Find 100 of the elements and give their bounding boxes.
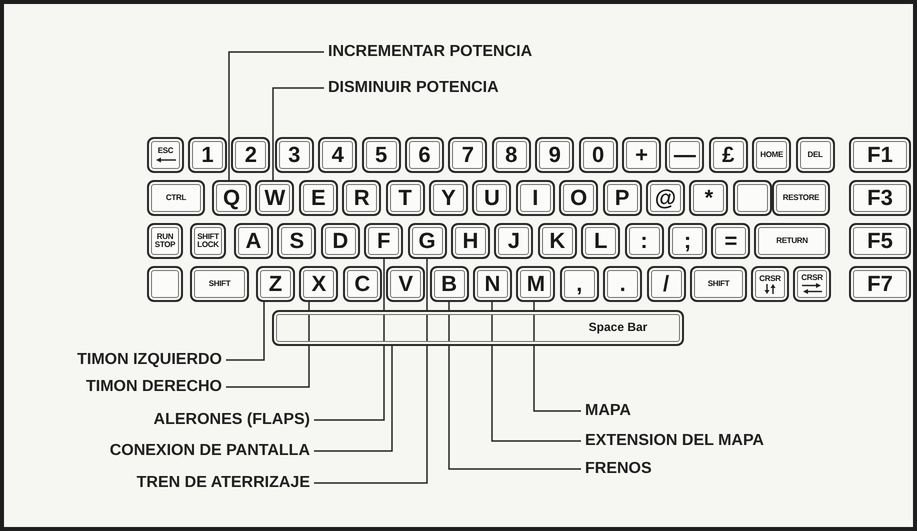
key-label: F3 bbox=[867, 186, 893, 210]
keyboard-key bbox=[538, 223, 577, 259]
key-label: ESC bbox=[158, 147, 174, 155]
keyboard-key bbox=[212, 180, 251, 216]
key-label: J bbox=[508, 228, 520, 254]
keyboard-key bbox=[646, 180, 685, 216]
key-label: DEL bbox=[808, 151, 823, 159]
key-label: RESTORE bbox=[782, 194, 820, 202]
leader-line bbox=[491, 302, 581, 442]
key-label: A bbox=[246, 228, 262, 254]
key-label: 2 bbox=[244, 142, 258, 168]
key-label: Q bbox=[222, 186, 240, 210]
keyboard-key bbox=[408, 223, 447, 259]
callout-label: TIMON DERECHO bbox=[82, 377, 226, 397]
keyboard-key bbox=[849, 266, 911, 302]
key-label: HOME bbox=[760, 151, 784, 159]
leader-line bbox=[314, 346, 393, 452]
key-label: H bbox=[462, 228, 478, 254]
keyboard-key bbox=[793, 266, 831, 302]
key-label: 7 bbox=[462, 142, 474, 168]
key-label: — bbox=[674, 142, 696, 168]
keyboard-key bbox=[732, 180, 772, 216]
keyboard-key bbox=[754, 223, 830, 259]
key-label: F1 bbox=[867, 142, 893, 168]
keyboard-key bbox=[516, 266, 556, 302]
keyboard-key bbox=[559, 180, 598, 216]
keyboard-key bbox=[646, 266, 686, 302]
keyboard-key bbox=[849, 223, 911, 259]
keyboard-key bbox=[342, 266, 382, 302]
leader-line bbox=[448, 302, 581, 470]
keyboard-key bbox=[274, 137, 314, 173]
keyboard-key bbox=[849, 180, 911, 216]
keyboard-key bbox=[448, 137, 488, 173]
key-label: SHIFT LOCK bbox=[197, 233, 219, 249]
keyboard-key bbox=[752, 137, 792, 173]
key-label: = bbox=[724, 228, 738, 254]
key-label: R bbox=[354, 186, 370, 210]
key-label: B bbox=[441, 272, 458, 296]
key-label: 6 bbox=[418, 142, 431, 168]
key-label: I bbox=[532, 186, 538, 210]
keyboard-key bbox=[603, 266, 642, 302]
callout-label: CONEXION DE PANTALLA bbox=[106, 441, 314, 461]
key-label: N bbox=[484, 272, 500, 296]
keyboard-key bbox=[320, 223, 360, 259]
keyboard-key bbox=[190, 266, 249, 302]
key-label: W bbox=[264, 186, 286, 210]
keyboard-key bbox=[772, 180, 830, 216]
space-bar-key bbox=[272, 310, 684, 346]
key-label: CTRL bbox=[166, 194, 186, 202]
key-label: SHIFT bbox=[208, 280, 230, 288]
key-label: . bbox=[620, 272, 626, 296]
keyboard-key bbox=[690, 266, 747, 302]
callout-label: MAPA bbox=[581, 401, 635, 421]
key-label: @ bbox=[654, 186, 676, 210]
leader-line bbox=[226, 302, 310, 388]
callout-label: TREN DE ATERRIZAJE bbox=[132, 473, 314, 493]
key-label: O bbox=[570, 186, 588, 210]
keyboard-key bbox=[665, 137, 704, 173]
keyboard-key bbox=[581, 223, 620, 259]
key-label: D bbox=[332, 228, 348, 254]
keyboard-key bbox=[849, 137, 911, 173]
key-label: 8 bbox=[505, 142, 518, 168]
key-label: X bbox=[312, 272, 326, 296]
keyboard-key bbox=[405, 137, 444, 173]
keyboard-key bbox=[668, 223, 707, 259]
key-label: RETURN bbox=[776, 237, 808, 245]
callout-label: TIMON IZQUIERDO bbox=[73, 350, 226, 370]
key-label: 5 bbox=[374, 142, 388, 168]
key-label: V bbox=[398, 272, 414, 296]
key-label: P bbox=[614, 186, 630, 210]
keyboard-key bbox=[277, 223, 316, 259]
key-label: RUN STOP bbox=[154, 233, 176, 249]
key-label: Z bbox=[268, 272, 282, 296]
callout-label: INCREMENTAR POTENCIA bbox=[324, 42, 536, 62]
keyboard-key bbox=[256, 266, 295, 302]
keyboard-key bbox=[711, 223, 750, 259]
key-label: 0 bbox=[592, 142, 604, 168]
keyboard-key bbox=[796, 137, 835, 173]
callout-label: FRENOS bbox=[581, 459, 656, 479]
keyboard-key bbox=[430, 266, 469, 302]
callout-label: EXTENSION DEL MAPA bbox=[581, 431, 768, 451]
keyboard-key bbox=[451, 223, 490, 259]
key-label: F7 bbox=[867, 272, 893, 296]
keyboard-key bbox=[318, 137, 358, 173]
keyboard-key bbox=[234, 223, 273, 259]
keyboard-key bbox=[602, 180, 642, 216]
key-label: + bbox=[635, 142, 648, 168]
key-label: G bbox=[418, 228, 436, 254]
keyboard-key bbox=[298, 180, 338, 216]
keyboard-key bbox=[429, 180, 468, 216]
key-label: L bbox=[594, 228, 608, 254]
keyboard-key bbox=[492, 137, 531, 173]
leader-line bbox=[314, 259, 428, 484]
key-label: Y bbox=[441, 186, 456, 210]
keyboard-key bbox=[560, 266, 599, 302]
keyboard-key bbox=[689, 180, 728, 216]
key-label: * bbox=[704, 186, 714, 210]
key-label: / bbox=[663, 272, 670, 296]
key-label: 9 bbox=[548, 142, 561, 168]
keyboard-key bbox=[624, 223, 664, 259]
